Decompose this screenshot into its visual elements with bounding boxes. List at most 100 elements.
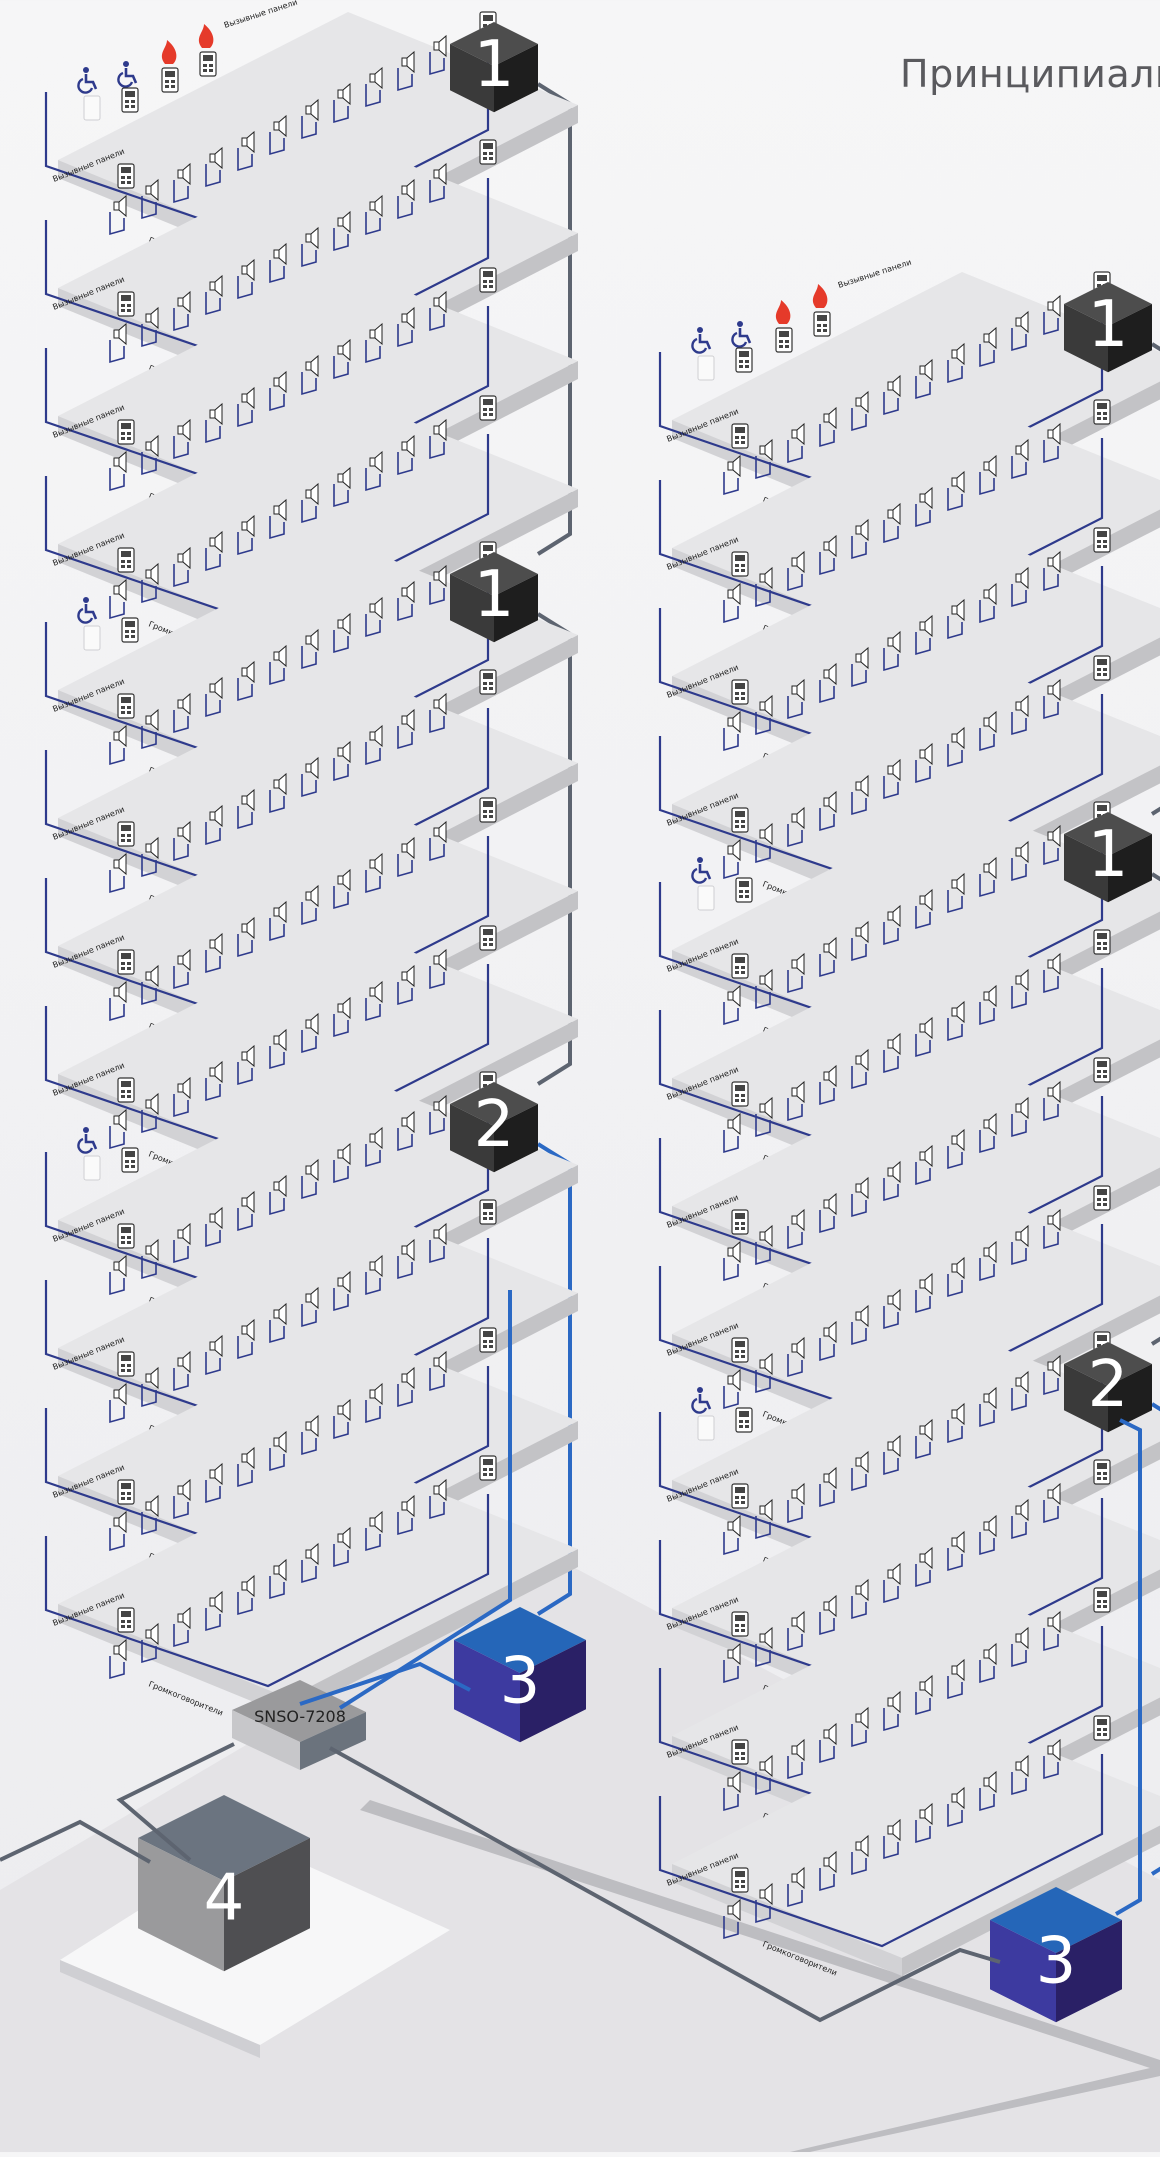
cube-right-face — [224, 1838, 310, 1972]
speaker-icon — [823, 1466, 837, 1490]
speaker-icon — [1047, 294, 1061, 318]
speaker-icon — [145, 1238, 159, 1262]
speaker-icon — [727, 1770, 741, 1794]
speaker-icon — [823, 1722, 837, 1746]
speaker-icon — [855, 1048, 869, 1072]
speaker-icon — [791, 1866, 805, 1890]
speaker-icon — [1047, 1354, 1061, 1378]
speaker-icon — [791, 550, 805, 574]
speaker-icon — [791, 1610, 805, 1634]
call-panel-icon — [161, 67, 179, 93]
speaker-icon — [337, 210, 351, 234]
call-panel-icon — [1093, 1459, 1111, 1485]
control-cube: 4 — [138, 1795, 310, 1972]
cube-left-face — [450, 1104, 494, 1173]
speaker-icon — [305, 482, 319, 506]
cube-number: 1 — [1088, 288, 1129, 362]
speaker-icon — [433, 34, 447, 58]
cube-right-face — [1056, 1920, 1122, 2023]
call-panel-icon — [117, 163, 135, 189]
call-panels-label: Вызывные панели — [837, 258, 913, 290]
speaker-icon — [241, 788, 255, 812]
call-panel-icon — [731, 423, 749, 449]
speaker-icon — [727, 1898, 741, 1922]
speaker-icon — [401, 178, 415, 202]
call-panel-icon — [735, 877, 753, 903]
speaker-icon — [401, 1238, 415, 1262]
floor-slab-side — [288, 1549, 578, 1716]
speaker-icon — [983, 1240, 997, 1264]
cube-number: 2 — [474, 1088, 515, 1162]
accessibility-icon — [77, 67, 98, 94]
speaker-icon — [951, 1530, 965, 1554]
speaker-icon — [983, 582, 997, 606]
gray-link — [329, 1746, 1001, 2023]
speaker-icon — [983, 710, 997, 734]
speaker-icon — [273, 1302, 287, 1326]
call-panel-icon — [1093, 655, 1111, 681]
speaker-icon — [369, 194, 383, 218]
speaker-icon — [209, 1060, 223, 1084]
speaker-icon — [401, 434, 415, 458]
call-panel-icon — [117, 419, 135, 445]
call-panel-icon — [117, 1077, 135, 1103]
section-cube-1: 1 — [450, 22, 538, 113]
speaker-icon — [1047, 1208, 1061, 1232]
speaker-icon — [273, 498, 287, 522]
call-panel-icon — [117, 1607, 135, 1633]
speaker-icon — [145, 562, 159, 586]
speaker-bus — [44, 708, 490, 902]
speaker-icon — [1015, 1626, 1029, 1650]
call-panel-icon — [117, 821, 135, 847]
speaker-icon — [177, 692, 191, 716]
speaker-icon — [209, 1590, 223, 1614]
speaker-icon — [919, 358, 933, 382]
speaker-icon — [273, 1028, 287, 1052]
speaker-icon — [759, 566, 773, 590]
call-panel-icon — [121, 1147, 139, 1173]
speaker-icon — [887, 630, 901, 654]
call-panel-icon — [479, 1199, 497, 1225]
speaker-icon — [823, 1850, 837, 1874]
speaker-icon — [983, 856, 997, 880]
speaker-icon — [1047, 952, 1061, 976]
speaker-icon — [1015, 968, 1029, 992]
speaker-icon — [951, 342, 965, 366]
cube-number: 2 — [1088, 1348, 1129, 1422]
speaker-icon — [791, 1208, 805, 1232]
call-panel-icon — [731, 1739, 749, 1765]
speaker-icon — [305, 756, 319, 780]
call-panel-icon — [735, 1407, 753, 1433]
speaker-icon — [369, 1254, 383, 1278]
speaker-icon — [1015, 438, 1029, 462]
speaker-icon — [273, 1558, 287, 1582]
speaker-icon — [759, 968, 773, 992]
cube-right-face — [494, 44, 538, 113]
speaker-icon — [241, 1044, 255, 1068]
cube-number: 3 — [1036, 1925, 1077, 1999]
blue-riser — [536, 1142, 572, 1616]
speaker-icon — [919, 1272, 933, 1296]
call-panel-icon — [199, 51, 217, 77]
speaker-icon — [401, 1494, 415, 1518]
section-cube-2: 2 — [450, 1082, 538, 1173]
speaker-icon — [951, 598, 965, 622]
speaker-icon — [983, 1770, 997, 1794]
speaker-icon — [337, 82, 351, 106]
speaker-icon — [727, 1642, 741, 1666]
speaker-icon — [401, 836, 415, 860]
speaker-icon — [401, 708, 415, 732]
call-panel-icon — [731, 807, 749, 833]
speaker-icon — [983, 454, 997, 478]
speaker-icon — [241, 130, 255, 154]
cube-left-face — [454, 1640, 520, 1743]
speaker-icon — [727, 1240, 741, 1264]
speaker-icon — [823, 662, 837, 686]
speaker-icon — [145, 708, 159, 732]
speaker-icon — [433, 1350, 447, 1374]
speaker-icon — [1015, 840, 1029, 864]
gray-link — [0, 1819, 151, 1864]
call-panel-icon — [731, 953, 749, 979]
speaker-icon — [305, 1542, 319, 1566]
cube-right-face — [1108, 1364, 1152, 1433]
